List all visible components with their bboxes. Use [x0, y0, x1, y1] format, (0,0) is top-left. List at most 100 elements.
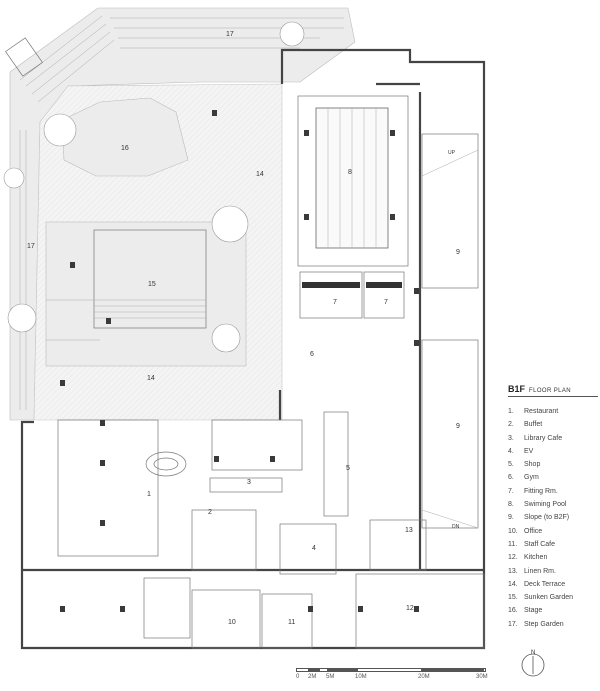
plan-title: FLOOR PLAN	[529, 388, 572, 394]
legend-item: 5. Shop	[508, 458, 598, 471]
legend-item: 2. Buffet	[508, 418, 598, 431]
legend-item-number: 9.	[508, 514, 514, 522]
swimming-pool	[297, 95, 409, 267]
stage	[61, 97, 189, 177]
legend-item-number: 3.	[508, 434, 514, 442]
legend-item-name: Stage	[524, 607, 543, 615]
legend-item: 1. Restaurant	[508, 405, 598, 418]
fitting-rooms	[299, 271, 405, 319]
down-marker: DN	[452, 524, 460, 530]
legend-item-number: 12.	[508, 554, 518, 562]
scale-segment	[421, 669, 484, 671]
legend-panel: B1F FLOOR PLAN 1. Restaurant 2. Buffet 3. Lib…	[508, 384, 598, 631]
legend-item-number: 1.	[508, 408, 514, 415]
structural-columns	[60, 110, 419, 612]
scale-tick-label: 2M	[308, 674, 317, 680]
legend-item-number: 11.	[508, 540, 518, 548]
room-label-slope-1: 9	[456, 249, 460, 256]
legend-item-number: 16.	[508, 607, 518, 615]
legend-item-name: Library Cafe	[524, 434, 563, 442]
plan-code: B1F	[508, 384, 526, 394]
room-label-deck-1: 14	[256, 171, 264, 178]
room-label-staff-cafe: 11	[288, 619, 295, 626]
legend-item-name: Deck Terrace	[524, 580, 566, 588]
legend-item: 3. Library Cafe	[508, 432, 598, 445]
legend-item: 14. Deck Terrace	[508, 578, 598, 591]
room-label-library-cafe: 3	[247, 479, 251, 486]
legend-item-number: 14.	[508, 580, 518, 588]
legend-item-name: Step Garden	[524, 620, 564, 628]
service-rooms	[143, 573, 485, 649]
room-label-office: 10	[228, 619, 236, 626]
legend-item: 8. Swiming Pool	[508, 498, 598, 511]
legend-item-name: Buffet	[524, 421, 543, 429]
legend-item: 16. Stage	[508, 604, 598, 617]
legend-item-name: Shop	[524, 461, 541, 469]
legend-item: 13. Linen Rm.	[508, 565, 598, 578]
scale-tick-label: 0	[296, 674, 300, 680]
legend-item-name: Slope (to B2F)	[524, 514, 570, 522]
legend-item-number: 17.	[508, 620, 518, 628]
legend-item-name: Fitting Rm.	[524, 487, 558, 495]
room-label-linen: 13	[405, 527, 413, 534]
scale-segment	[308, 669, 320, 671]
legend-item-number: 4.	[508, 447, 514, 455]
north-arrow-icon: N	[521, 650, 545, 677]
scale-bar-frame	[296, 668, 486, 672]
room-label-slope-2: 9	[456, 423, 460, 430]
scale-segment	[327, 669, 358, 671]
garden-trees	[3, 21, 305, 353]
legend-item-name: Sunken Garden	[524, 594, 574, 602]
room-label-pool: 8	[348, 169, 352, 176]
room-label-kitchen: 12	[406, 605, 414, 612]
legend-item: 9. Slope (to B2F)	[508, 511, 598, 524]
room-label-step-garden-1: 17	[226, 31, 234, 38]
legend-item-name: Swiming Pool	[524, 501, 567, 509]
room-label-fitting-1: 7	[333, 299, 337, 306]
room-label-ev: 4	[312, 545, 316, 552]
legend-item-name: Staff Cafe	[524, 540, 556, 548]
room-label-deck-2: 14	[147, 375, 155, 382]
legend-item: 10.Office	[508, 525, 598, 538]
legend-header: B1F FLOOR PLAN	[508, 384, 598, 397]
legend-item: 7. Fitting Rm.	[508, 485, 598, 498]
legend-item-number: 15.	[508, 594, 518, 602]
room-label-buffet: 2	[208, 509, 212, 516]
up-marker: UP	[448, 150, 456, 156]
scale-bar: 0 2M 5M 10M 20M 30M	[296, 668, 492, 686]
legend-item-number: 6.	[508, 474, 514, 482]
room-label-gym: 6	[310, 351, 314, 358]
room-label-shop: 5	[346, 465, 350, 472]
slopes	[421, 133, 479, 529]
room-label-sunken-garden: 15	[148, 281, 156, 288]
legend-item-number: 13.	[508, 567, 518, 575]
legend-item: 17. Step Garden	[508, 618, 598, 631]
legend-item-number: 2.	[508, 421, 514, 429]
room-label-step-garden-2: 17	[27, 243, 35, 250]
legend-item-name: Office	[524, 527, 543, 535]
legend-item-number: 5.	[508, 461, 514, 469]
scale-tick-label: 30M	[476, 674, 488, 680]
legend-item-name: Gym	[524, 474, 539, 482]
restaurant-area	[57, 411, 427, 575]
legend-item-number: 8.	[508, 501, 514, 509]
room-label-fitting-2: 7	[384, 299, 388, 306]
legend-item-name: EV	[524, 447, 534, 455]
scale-tick-label: 20M	[418, 674, 430, 680]
legend-item-number: 7.	[508, 487, 514, 495]
legend-item-name: Kitchen	[524, 554, 548, 562]
legend-item-name: Linen Rm.	[524, 567, 556, 575]
legend-item: 11. Staff Cafe	[508, 538, 598, 551]
room-label-restaurant: 1	[147, 491, 151, 498]
legend-item-name: Restaurant	[524, 408, 559, 415]
legend-item: 12. Kitchen	[508, 551, 598, 564]
legend-list: 1. Restaurant 2. Buffet 3. Library Cafe 4. EV 5.…	[508, 405, 598, 631]
scale-tick-label: 10M	[355, 674, 367, 680]
legend-item: 6. Gym	[508, 471, 598, 484]
legend-item: 4. EV	[508, 445, 598, 458]
room-labels: 1 2 3 4 5 6 7 7 8 9 9 10 11 12 13 14 14 …	[27, 31, 460, 626]
room-label-stage: 16	[121, 145, 129, 152]
scale-tick-label: 5M	[326, 674, 335, 680]
north-label: N	[531, 650, 535, 656]
